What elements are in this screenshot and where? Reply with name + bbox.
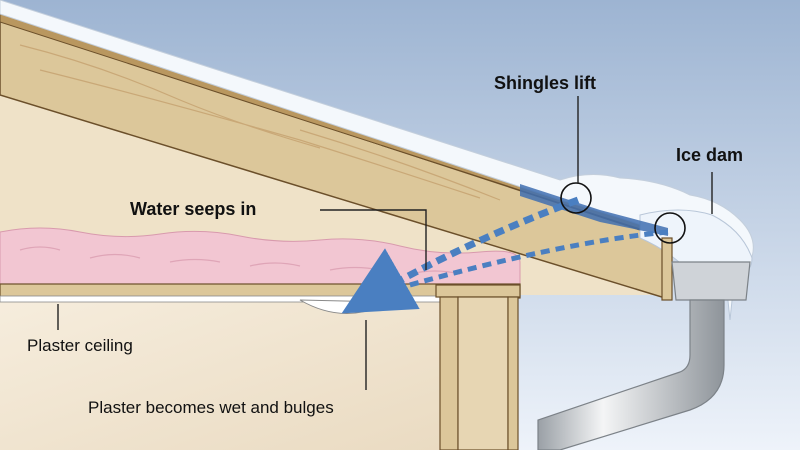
rafter-grain — [19, 44, 501, 201]
water-path-arrow-1 — [341, 196, 580, 314]
ice-dam-callout-circle — [654, 212, 686, 244]
gutter — [671, 261, 751, 301]
insulation-texture — [19, 246, 461, 275]
ice-dam-shape — [639, 209, 753, 273]
plaster-ceiling-label: Plaster ceiling — [27, 336, 133, 355]
fascia-board — [661, 237, 673, 301]
exterior-siding — [507, 296, 519, 450]
wall-stud — [439, 296, 459, 450]
water-seeps-in-label: Water seeps in — [130, 199, 256, 219]
plaster-bulges-label: Plaster becomes wet and bulges — [88, 398, 334, 417]
ice-dam-label: Ice dam — [676, 145, 743, 165]
exterior-wall — [457, 296, 509, 450]
trapped-water — [520, 184, 668, 236]
room-interior — [0, 298, 440, 450]
shingles-lift-callout-circle — [560, 182, 592, 214]
wall-top-plate — [435, 284, 521, 298]
water-seeps-leader — [320, 209, 427, 270]
downspout — [537, 299, 725, 450]
shingles-lift-label: Shingles lift — [494, 73, 596, 93]
water-path-arrow-2 — [391, 229, 669, 293]
